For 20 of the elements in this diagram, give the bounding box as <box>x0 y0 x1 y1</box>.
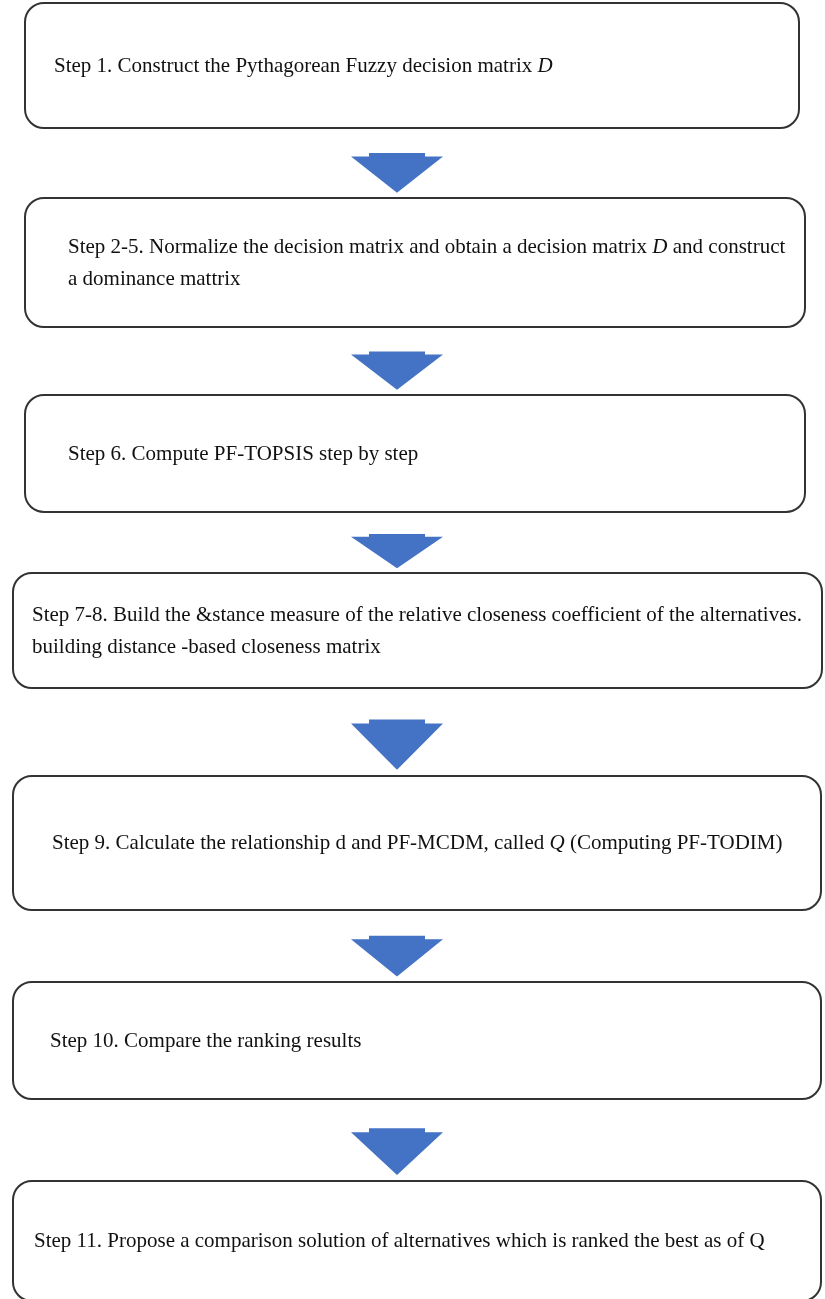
step-text: Step 11. Propose a comparison solution of alternatives which is ranked the best as of Q <box>34 1227 765 1255</box>
process-box <box>12 775 822 911</box>
process-box <box>24 2 800 129</box>
step-text: Step 1. Construct the Pythagorean Fuzzy decision matrix D <box>54 51 553 79</box>
step-text: Step 7-8. Build the &stance measure of the relative closeness coefficient of the alternatives. building distance -based closeness matrix <box>32 601 803 660</box>
process-box <box>24 197 806 328</box>
block-arrow <box>351 719 443 770</box>
process-box <box>12 1180 822 1299</box>
block-arrow <box>351 351 443 390</box>
step-text: Step 2-5. Normalize the decision matrix and obtain a decision matrix D and construct a dominance mattrix <box>68 233 787 292</box>
block-arrow <box>351 153 443 193</box>
step-text: Step 6. Compute PF-TOPSIS step by step <box>68 439 419 467</box>
step-text: Step 10. Compare the ranking results <box>50 1026 362 1054</box>
step-text: Step 9. Calculate the relationship d and PF-MCDM, called Q (Computing PF-TODIM) <box>52 829 783 857</box>
process-box <box>12 572 823 689</box>
block-arrow <box>351 935 443 977</box>
block-arrow <box>351 533 443 569</box>
block-arrow <box>351 1128 443 1176</box>
process-box <box>24 394 806 513</box>
process-box <box>12 981 822 1100</box>
